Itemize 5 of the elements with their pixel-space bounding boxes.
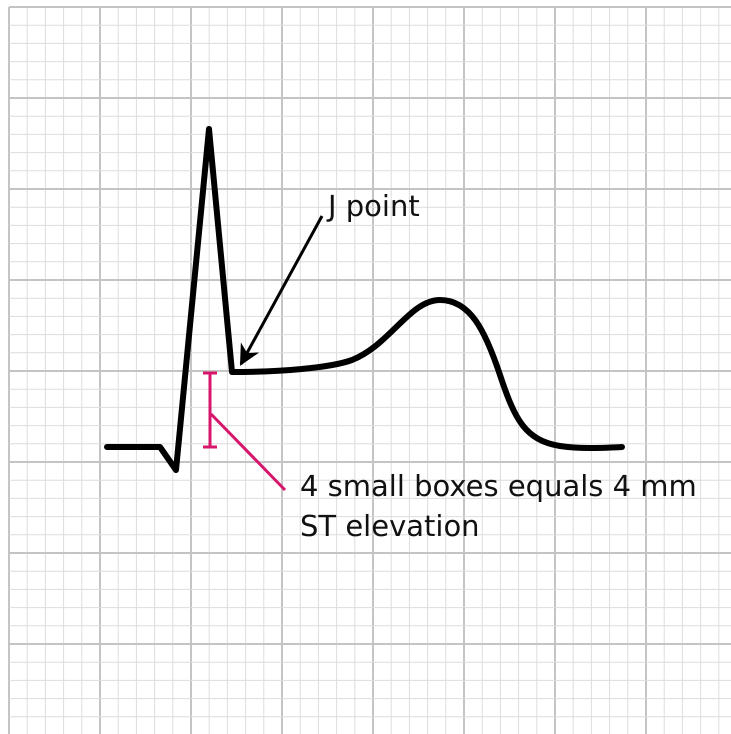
arrow (240, 215, 324, 366)
annotation-label: 4 small boxes equals 4 mm ST elevation (300, 466, 720, 546)
ecg-waveform (104, 126, 625, 473)
leader-line (210, 412, 286, 492)
annotation-label: J point (328, 186, 488, 226)
